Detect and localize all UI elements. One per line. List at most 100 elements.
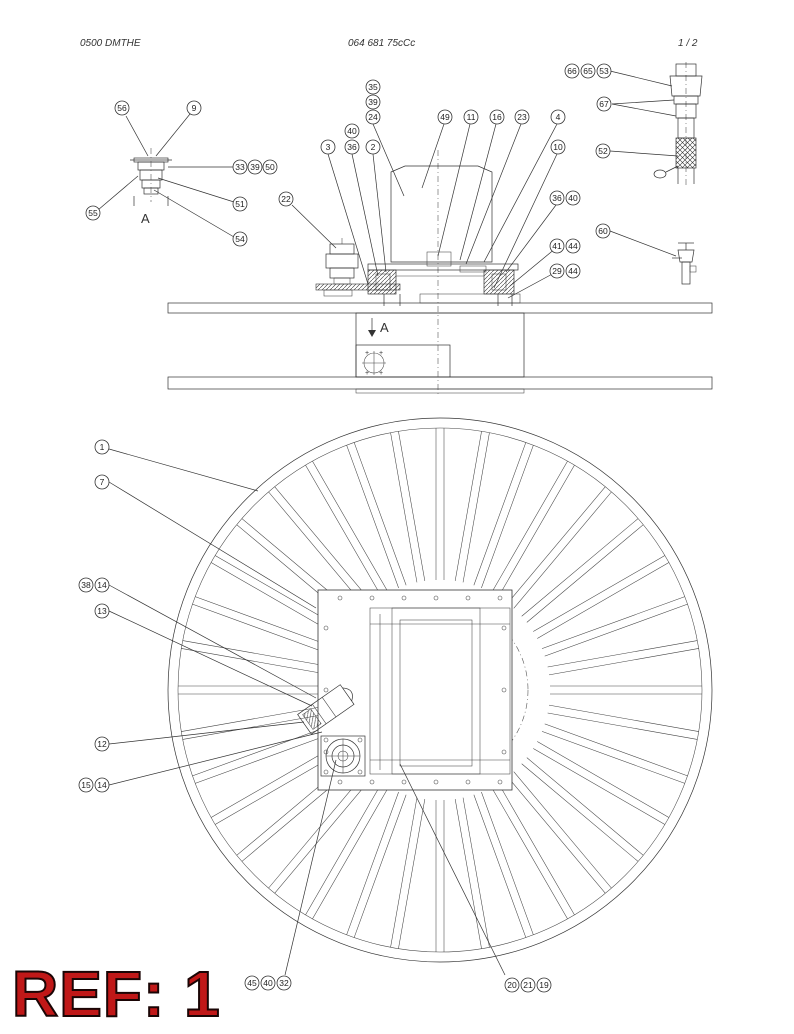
- frame-bolts: [323, 595, 507, 785]
- rotary-joint-housing: [390, 165, 493, 263]
- frame-bolt: [501, 749, 507, 755]
- callout-35: 35: [365, 79, 381, 95]
- svg-text:11: 11: [467, 112, 476, 122]
- upper-flange-bar: [167, 302, 713, 314]
- callout-40-c: 40: [260, 975, 276, 991]
- reel-spoke: [533, 555, 666, 632]
- frame-bolt: [323, 625, 329, 631]
- reel-spoke: [268, 491, 367, 609]
- callout-40-b: 40: [565, 190, 581, 206]
- svg-text:40: 40: [347, 126, 357, 136]
- reel-spoke: [454, 798, 482, 949]
- side-elevation-view: ++ ++ A: [167, 150, 713, 395]
- svg-text:+: +: [365, 350, 369, 357]
- reel-spoke: [548, 704, 699, 732]
- reel-plan-view: [167, 417, 713, 963]
- reel-spoke: [181, 704, 332, 732]
- reel-spoke: [481, 791, 534, 935]
- callout-16: 16: [489, 109, 505, 125]
- detail-a-view: A: [130, 148, 172, 226]
- callout-33: 33: [232, 159, 248, 175]
- reel-spoke: [521, 518, 639, 617]
- reel-spoke: [353, 442, 407, 586]
- svg-text:36: 36: [552, 193, 562, 203]
- callout-38: 38: [78, 577, 94, 593]
- svg-text:36: 36: [347, 142, 357, 152]
- svg-text:38: 38: [81, 580, 91, 590]
- callout-66: 66: [564, 63, 580, 79]
- valve-body: [677, 249, 695, 263]
- svg-text:67: 67: [599, 99, 609, 109]
- reel-spoke: [547, 640, 698, 668]
- callout-24: 24: [365, 109, 381, 125]
- frame-bolt: [465, 595, 471, 601]
- detail-a-label: A: [141, 211, 150, 226]
- callout-55: 55: [85, 205, 101, 221]
- svg-text:7: 7: [100, 477, 105, 487]
- reel-spoke: [547, 712, 698, 740]
- drawing-code-center: 064 681 75cCc: [348, 38, 416, 49]
- svg-text:14: 14: [97, 580, 107, 590]
- reel-spoke: [537, 741, 670, 818]
- motor-unit: [297, 684, 355, 735]
- reel-spoke: [346, 791, 399, 935]
- svg-text:23: 23: [517, 112, 527, 122]
- callout-29: 29: [549, 263, 565, 279]
- svg-text:3: 3: [326, 142, 331, 152]
- callout-44: 44: [565, 238, 581, 254]
- reel-spoke: [312, 460, 389, 593]
- svg-text:41: 41: [552, 241, 562, 251]
- callout-23: 23: [514, 109, 530, 125]
- svg-text:19: 19: [539, 980, 549, 990]
- svg-text:54: 54: [235, 234, 245, 244]
- callout-9: 9: [186, 100, 202, 116]
- reel-spoke: [274, 776, 373, 894]
- svg-text:40: 40: [568, 193, 578, 203]
- callout-4: 4: [550, 109, 566, 125]
- callout-13: 13: [94, 603, 110, 619]
- reel-spoke: [541, 731, 685, 784]
- callout-22: 22: [278, 191, 294, 207]
- callout-11: 11: [463, 109, 479, 125]
- frame-inner-box: [391, 607, 481, 775]
- callout-65: 65: [580, 63, 596, 79]
- svg-text:20: 20: [507, 980, 517, 990]
- bearing-left: [367, 269, 397, 295]
- frame-bolt: [433, 779, 439, 785]
- callout-36-b: 36: [549, 190, 565, 206]
- svg-text:1: 1: [100, 442, 105, 452]
- svg-text:56: 56: [117, 103, 127, 113]
- callout-54: 54: [232, 231, 248, 247]
- frame-bolt: [501, 687, 507, 693]
- svg-text:32: 32: [279, 978, 289, 988]
- svg-text:44: 44: [568, 241, 578, 251]
- frame-bolt: [497, 779, 503, 785]
- svg-text:+: +: [379, 370, 383, 377]
- svg-text:39: 39: [250, 162, 260, 172]
- svg-text:12: 12: [97, 739, 107, 749]
- callout-50: 50: [262, 159, 278, 175]
- callout-20: 20: [504, 977, 520, 993]
- reel-spoke: [390, 797, 418, 948]
- callout-41: 41: [549, 238, 565, 254]
- svg-text:2: 2: [371, 142, 376, 152]
- reel-spoke: [491, 787, 568, 920]
- svg-text:+: +: [365, 370, 369, 377]
- reel-spoke: [268, 771, 367, 889]
- callout-49: 49: [437, 109, 453, 125]
- reel-outer-rim: [167, 417, 713, 963]
- reel-spoke: [195, 596, 339, 649]
- reel-spoke: [541, 596, 685, 649]
- reel-spoke: [305, 464, 382, 597]
- base-plate: [367, 263, 519, 271]
- reel-spoke: [182, 640, 333, 668]
- callout-1: 1: [94, 439, 110, 455]
- bearing-right: [483, 269, 515, 295]
- callout-19: 19: [536, 977, 552, 993]
- callout-44-b: 44: [565, 263, 581, 279]
- callout-2: 2: [365, 139, 381, 155]
- svg-text:40: 40: [263, 978, 273, 988]
- reel-spoke: [462, 432, 490, 583]
- svg-text:22: 22: [281, 194, 291, 204]
